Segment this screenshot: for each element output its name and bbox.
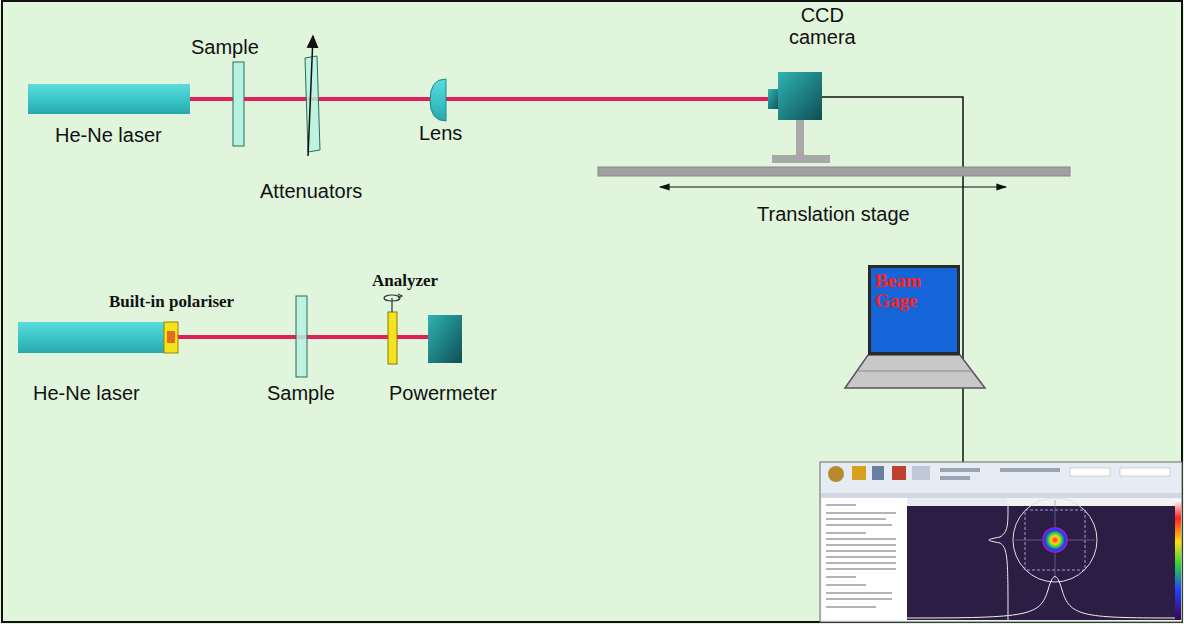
camera-cable xyxy=(822,97,963,462)
component-label: Attenuators xyxy=(260,180,362,202)
component-label: CCD camera xyxy=(789,4,856,48)
component-label: Translation stage xyxy=(757,203,910,225)
component-label: Sample xyxy=(191,36,259,58)
sample-plate xyxy=(296,296,307,377)
lens-symbol xyxy=(430,79,446,121)
camera-post xyxy=(796,120,804,156)
component-label: Powermeter xyxy=(389,382,497,404)
analyzer-plate xyxy=(388,312,397,364)
polariser xyxy=(164,322,178,353)
adjust-arrow xyxy=(308,36,313,156)
travel-arrow xyxy=(660,186,1006,187)
laser-body xyxy=(28,84,190,114)
powermeter-head xyxy=(428,315,462,363)
laser-beam xyxy=(190,97,770,101)
polariser-core xyxy=(167,331,175,343)
component-label: Lens xyxy=(419,122,462,144)
component-label: Analyzer xyxy=(372,270,438,292)
screen-text: Beam Gage xyxy=(871,268,925,314)
component-label: He-Ne laser xyxy=(33,382,140,404)
component-label: Sample xyxy=(267,382,335,404)
laptop-keyboard xyxy=(845,355,985,388)
component-label: Built-in polariser xyxy=(109,291,234,313)
ccd-camera-body xyxy=(778,72,822,120)
component-label: He-Ne laser xyxy=(55,124,162,146)
laser-body xyxy=(18,322,165,353)
camera-base xyxy=(772,155,830,163)
translation-stage-rail xyxy=(598,167,1070,176)
rotation-symbol xyxy=(384,295,400,301)
attenuator-plate xyxy=(305,56,320,152)
software-screenshot xyxy=(820,462,1182,622)
sample-plate xyxy=(233,62,244,146)
laptop-screen: Beam Gage xyxy=(868,265,960,355)
